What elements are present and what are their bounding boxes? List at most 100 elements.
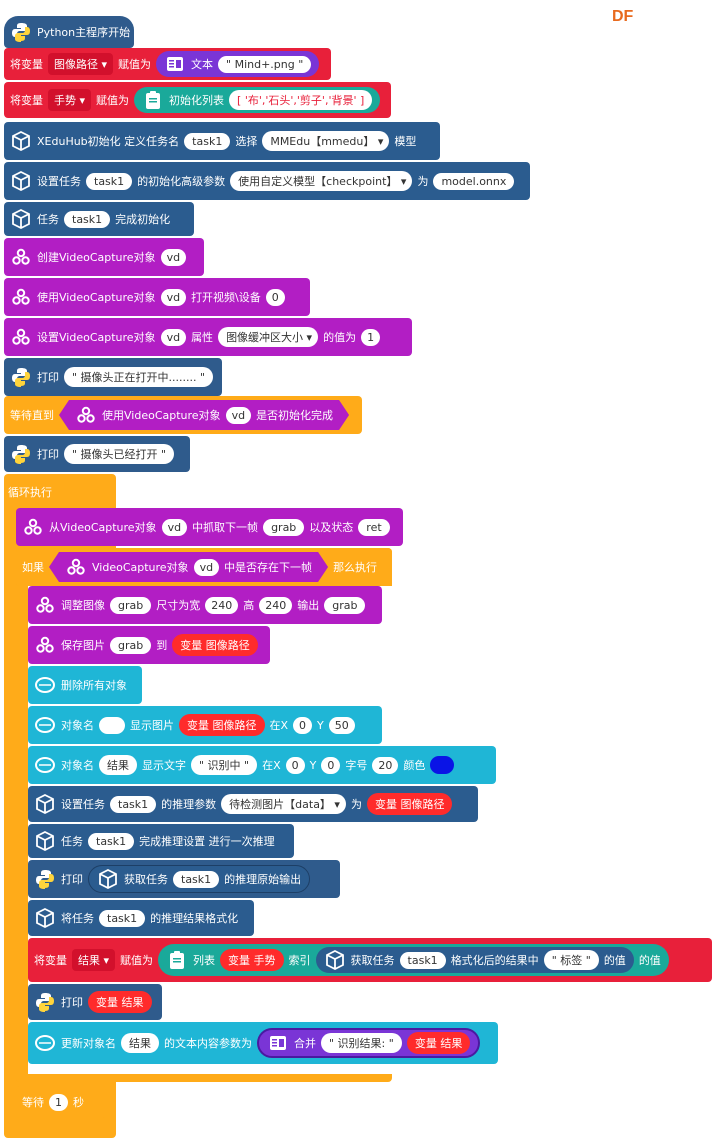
cv-save-block[interactable]: 保存图片 grab 到 变量 图像路径 [28, 626, 270, 664]
cv-isopened-reporter[interactable]: 使用VideoCapture对象 vd 是否初始化完成 [59, 400, 349, 430]
xedu-format-block[interactable]: 将任务 task1 的推理结果格式化 [28, 900, 254, 936]
model-file-input[interactable]: model.onnx [433, 172, 515, 190]
set-var-result-block[interactable]: 将变量 结果 ▾ 赋值为 列表 变量 手势 索引 获取任务 task1 格式化后… [28, 938, 712, 982]
opencv-icon [22, 516, 44, 538]
print-text-input[interactable]: " 摄像头正在打开中........ " [64, 367, 214, 387]
variable-reporter[interactable]: 变量 图像路径 [172, 634, 258, 656]
task-name-input[interactable]: task1 [184, 132, 231, 150]
if-header[interactable]: 如果 VideoCapture对象 vd 中是否存在下一帧 那么执行 [16, 548, 392, 586]
object-name-input[interactable]: vd [160, 288, 187, 306]
list-value[interactable]: [ '布','石头','剪子','背景' ] [229, 90, 373, 110]
show-text-block[interactable]: 对象名 结果 显示文字 " 识别中 " 在X 0 Y 0 字号 20 颜色 [28, 746, 496, 784]
set-var-gesture-block[interactable]: 将变量 手势 ▾ 赋值为 初始化列表 [ '布','石头','剪子','背景' … [4, 82, 391, 118]
label: 设置任务 [37, 175, 81, 188]
text-value[interactable]: " Mind+.png " [218, 55, 312, 73]
list-reporter[interactable]: 初始化列表 [ '布','石头','剪子','背景' ] [134, 87, 381, 113]
join-reporter[interactable]: 合并 " 识别结果: " 变量 结果 [257, 1028, 481, 1058]
param-dropdown[interactable]: 使用自定义模型【checkpoint】 ▾ [230, 171, 413, 191]
object-name-input[interactable]: vd [161, 518, 188, 536]
label: 等待直到 [10, 409, 54, 422]
python-main-start-block[interactable]: Python主程序开始 [4, 16, 134, 48]
cv-grab-block[interactable]: 从VideoCapture对象 vd 中抓取下一帧 grab 以及状态 ret [16, 508, 403, 546]
cv-open-block[interactable]: 使用VideoCapture对象 vd 打开视频\设备 0 [4, 278, 310, 316]
object-name-input[interactable]: vd [194, 559, 220, 576]
key-input[interactable]: " 标签 " [543, 950, 599, 970]
task-name-input[interactable]: task1 [110, 795, 157, 813]
object-name-input[interactable]: 结果 [99, 755, 137, 775]
task-name-input[interactable]: task1 [64, 210, 111, 228]
raw-output-reporter[interactable]: 获取任务 task1 的推理原始输出 [88, 865, 311, 893]
formatted-result-reporter[interactable]: 获取任务 task1 格式化后的结果中 " 标签 " 的值 [315, 947, 634, 973]
print-text-input[interactable]: " 摄像头已经打开 " [64, 444, 175, 464]
cv-hasnext-reporter[interactable]: VideoCapture对象 vd 中是否存在下一帧 [49, 552, 328, 582]
image-var-input[interactable]: grab [110, 596, 152, 614]
task-name-input[interactable]: task1 [399, 951, 446, 969]
print-raw-block[interactable]: 打印 获取任务 task1 的推理原始输出 [28, 860, 340, 898]
object-name-input[interactable]: vd [160, 248, 187, 266]
var-dropdown[interactable]: 图像路径 ▾ [48, 53, 114, 75]
print-result-block[interactable]: 打印 变量 结果 [28, 984, 162, 1020]
xedu-adv-param-block[interactable]: 设置任务 task1 的初始化高级参数 使用自定义模型【checkpoint】 … [4, 162, 530, 200]
xedu-init-block[interactable]: XEduHub初始化 定义任务名 task1 选择 MMEdu【mmedu】 ▾… [4, 122, 440, 160]
text-input[interactable]: " 识别结果: " [321, 1033, 402, 1053]
print-opening-block[interactable]: 打印 " 摄像头正在打开中........ " [4, 358, 222, 396]
xedu-init-done-block[interactable]: 任务 task1 完成初始化 [4, 202, 194, 236]
wait-seconds-block[interactable]: 等待 1 秒 [16, 1086, 106, 1118]
set-var-path-block[interactable]: 将变量 图像路径 ▾ 赋值为 文本 " Mind+.png " [4, 48, 331, 80]
var-dropdown[interactable]: 手势 ▾ [48, 89, 92, 111]
x-input[interactable]: 0 [285, 756, 305, 774]
xedu-infer-param-block[interactable]: 设置任务 task1 的推理参数 待检测图片【data】 ▾ 为 变量 图像路径 [28, 786, 478, 822]
label: 那么执行 [333, 561, 378, 574]
task-name-input[interactable]: task1 [88, 832, 135, 850]
show-image-block[interactable]: 对象名 显示图片 变量 图像路径 在X 0 Y 50 [28, 706, 382, 744]
variable-reporter[interactable]: 变量 结果 [406, 1032, 471, 1054]
device-input[interactable]: 0 [265, 288, 285, 306]
image-var-input[interactable]: grab [110, 636, 152, 654]
param-dropdown[interactable]: 待检测图片【data】 ▾ [221, 794, 346, 814]
variable-reporter[interactable]: 变量 图像路径 [366, 793, 453, 815]
object-name-input[interactable]: vd [160, 328, 187, 346]
cv-create-block[interactable]: 创建VideoCapture对象 vd [4, 238, 204, 276]
var-dropdown[interactable]: 结果 ▾ [72, 949, 116, 971]
model-dropdown[interactable]: MMEdu【mmedu】 ▾ [262, 131, 390, 151]
object-name-input[interactable]: vd [226, 407, 252, 424]
y-input[interactable]: 0 [321, 756, 341, 774]
ret-var-input[interactable]: ret [358, 518, 390, 536]
python-icon [10, 21, 32, 43]
variable-reporter[interactable]: 变量 图像路径 [179, 714, 265, 736]
variable-reporter[interactable]: 变量 手势 [220, 949, 284, 971]
print-opened-block[interactable]: 打印 " 摄像头已经打开 " [4, 436, 190, 472]
cube-icon [97, 868, 119, 890]
task-name-input[interactable]: task1 [86, 172, 133, 190]
output-var-input[interactable]: grab [324, 596, 366, 614]
xedu-infer-run-block[interactable]: 任务 task1 完成推理设置 进行一次推理 [28, 824, 294, 858]
label: 对象名 [61, 759, 94, 772]
seconds-input[interactable]: 1 [49, 1093, 68, 1111]
property-dropdown[interactable]: 图像缓冲区大小 ▾ [218, 327, 319, 347]
font-size-input[interactable]: 20 [372, 756, 399, 774]
text-input[interactable]: " 识别中 " [191, 755, 258, 775]
cv-resize-block[interactable]: 调整图像 grab 尺寸为宽 240 高 240 输出 grab [28, 586, 382, 624]
label: 保存图片 [61, 639, 105, 652]
clear-objects-block[interactable]: 删除所有对象 [28, 666, 142, 704]
object-name-input[interactable]: 结果 [121, 1033, 159, 1053]
label: 颜色 [403, 759, 426, 772]
object-name-input[interactable] [99, 716, 125, 734]
value-input[interactable]: 1 [361, 328, 381, 346]
task-name-input[interactable]: task1 [173, 870, 220, 888]
x-input[interactable]: 0 [293, 716, 313, 734]
variable-reporter[interactable]: 变量 结果 [88, 991, 152, 1013]
y-input[interactable]: 50 [328, 716, 355, 734]
color-swatch[interactable] [430, 756, 455, 774]
task-name-input[interactable]: task1 [99, 909, 146, 927]
label: 完成推理设置 进行一次推理 [139, 835, 275, 848]
loop-label: 循环执行 [8, 486, 52, 499]
frame-var-input[interactable]: grab [263, 518, 305, 536]
width-input[interactable]: 240 [205, 596, 239, 614]
wait-until-block[interactable]: 等待直到 使用VideoCapture对象 vd 是否初始化完成 [4, 396, 362, 434]
list-index-reporter[interactable]: 列表 变量 手势 索引 获取任务 task1 格式化后的结果中 " 标签 " 的… [158, 944, 669, 976]
cv-setprop-block[interactable]: 设置VideoCapture对象 vd 属性 图像缓冲区大小 ▾ 的值为 1 [4, 318, 412, 356]
text-reporter[interactable]: 文本 " Mind+.png " [156, 51, 320, 77]
height-input[interactable]: 240 [259, 596, 293, 614]
update-text-block[interactable]: 更新对象名 结果 的文本内容参数为 合并 " 识别结果: " 变量 结果 [28, 1022, 498, 1064]
